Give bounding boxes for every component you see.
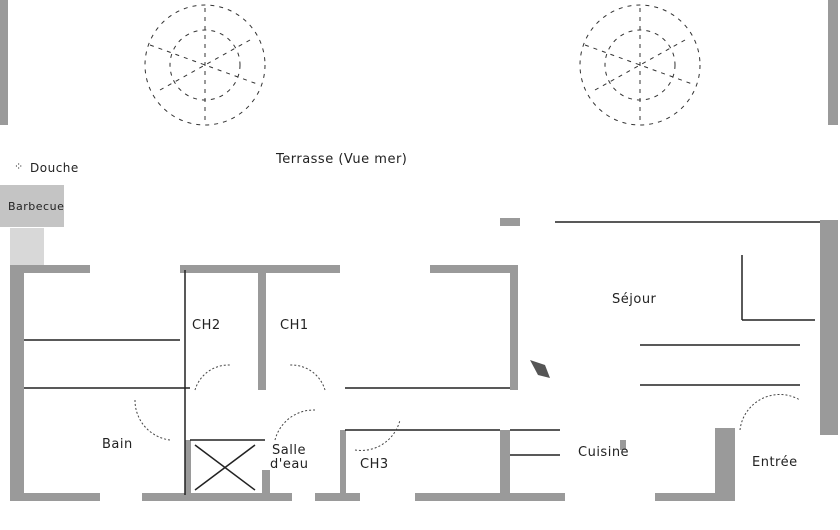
tree-icon [579, 4, 701, 126]
shower-icon: ⁘ [14, 160, 24, 173]
room-label-shower: Douche [30, 161, 79, 175]
room-label-ch3: CH3 [360, 457, 389, 472]
terrace-post-left [0, 0, 8, 125]
room-label-living: Séjour [612, 292, 657, 307]
barbecue-block [10, 228, 44, 265]
terrace-post-right [828, 0, 838, 125]
room-label-bath: Bain [102, 437, 133, 452]
tree-icon [144, 4, 266, 126]
room-label-kitchen: Cuisine [578, 445, 630, 460]
interior-lines [24, 221, 820, 495]
room-label-shower-room-2: d'eau [270, 457, 309, 472]
room-label-terrace: Terrasse (Vue mer) [276, 152, 408, 167]
door-swings [134, 364, 801, 451]
room-label-shower-room-1: Salle [272, 443, 306, 458]
room-label-barbecue: Barbecue [8, 200, 65, 213]
room-label-ch1: CH1 [280, 318, 309, 333]
room-label-ch2: CH2 [192, 318, 221, 333]
walls [10, 218, 838, 501]
plant-icon [530, 360, 550, 378]
barbecue-area [0, 185, 64, 227]
room-label-entrance: Entrée [752, 455, 798, 470]
